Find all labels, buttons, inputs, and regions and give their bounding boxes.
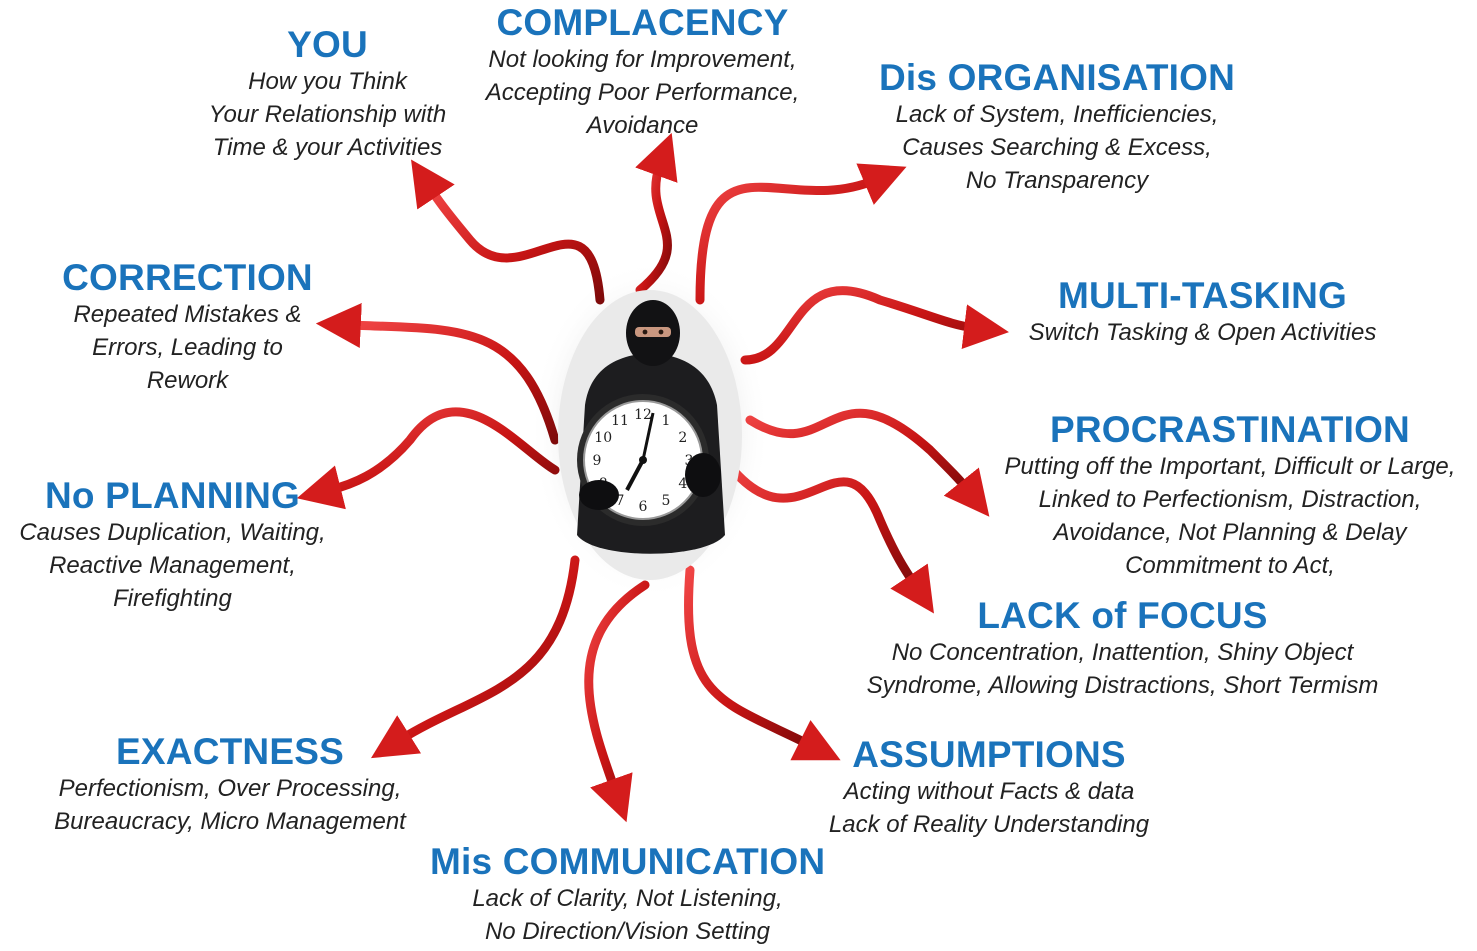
node-procrastination: PROCRASTINATION Putting off the Importan… [985,410,1475,582]
clock-numeral: 11 [611,413,629,429]
clock-numeral: 2 [678,430,687,446]
node-text-line: Time & your Activities [212,134,443,161]
arrow-to-procrastination [745,408,990,517]
node-text-line: Acting without Facts & data [843,778,1135,805]
node-lackoffocus: LACK of FOCUS No Concentration, Inattent… [845,596,1400,702]
node-text-line: Causes Duplication, Waiting, [19,519,326,546]
thief-eye-right [658,329,664,335]
glove-right [685,453,721,497]
node-title: CORRECTION [62,257,313,298]
node-text-line: Accepting Poor Performance, [485,79,800,106]
arrow-to-miscommunication [584,580,650,823]
node-complacency: COMPLACENCY Not looking for Improvement,… [470,3,815,142]
thief-eye-slit [635,327,671,337]
node-title: PROCRASTINATION [1050,409,1410,450]
node-text-line: Syndrome, Allowing Distractions, Short T… [866,672,1379,699]
clock-numeral: 6 [639,499,648,515]
clock-numeral: 4 [678,476,687,492]
arrow-to-exactness [370,555,580,759]
node-text-line: Avoidance [586,112,699,139]
node-text-line: No Concentration, Inattention, Shiny Obj… [891,639,1354,666]
node-text-line: Avoidance, Not Planning & Delay [1053,519,1407,546]
node-text-line: Putting off the Important, Difficult or … [1004,453,1456,480]
node-text-line: Your Relationship with [208,101,447,128]
clock-numeral: 3 [685,453,694,469]
node-text-line: Linked to Perfectionism, Distraction, [1038,486,1422,513]
clock-minute-hand [641,412,655,461]
node-exactness: EXACTNESS Perfectionism, Over Processing… [35,732,425,838]
node-text-line: Lack of Clarity, Not Listening, [472,885,783,912]
node-correction: CORRECTION Repeated Mistakes & Errors, L… [55,258,320,397]
arrow-to-complacency [635,132,678,295]
clock-numeral: 5 [662,493,671,509]
node-text-line: No Transparency [965,167,1149,194]
thief-eye-left [642,329,648,335]
arrow-to-correction [315,303,560,445]
node-miscommunication: Mis COMMUNICATION Lack of Clarity, Not L… [430,842,825,948]
node-text-line: Repeated Mistakes & [73,301,302,328]
clock-numeral: 9 [593,453,602,469]
node-title: LACK of FOCUS [977,595,1268,636]
node-text-line: Reactive Management, [49,552,296,579]
node-title: EXACTNESS [116,731,344,772]
node-text-line: No Direction/Vision Setting [484,918,771,945]
arrow-to-assumptions [684,565,841,761]
node-title: ASSUMPTIONS [852,734,1126,775]
node-text-line: Errors, Leading to [92,334,283,361]
clock-center [639,456,647,464]
node-text-line: How you Think [248,68,407,95]
arrow-to-lackoffocus [720,455,934,614]
clock-numeral: 10 [594,430,612,446]
node-text-line: Firefighting [113,585,232,612]
node-text-line: Rework [146,367,229,394]
node-title: YOU [287,24,368,65]
node-title: Mis COMMUNICATION [430,841,826,882]
arrow-to-noplanning [296,407,560,510]
node-assumptions: ASSUMPTIONS Acting without Facts & data … [815,735,1163,841]
node-multitasking: MULTI-TASKING Switch Tasking & Open Acti… [1010,276,1395,349]
node-title: MULTI-TASKING [1058,275,1347,316]
node-title: No PLANNING [44,475,301,516]
node-text-line: Lack of System, Inefficiencies, [895,101,1219,128]
node-text-line: Lack of Reality Understanding [828,811,1150,838]
node-disorganisation: Dis ORGANISATION Lack of System, Ineffic… [868,58,1246,197]
node-text-line: Commitment to Act, [1125,552,1335,579]
node-text-line: Bureaucracy, Micro Management [54,808,406,835]
node-noplanning: No PLANNING Causes Duplication, Waiting,… [5,476,340,615]
node-text-line: Switch Tasking & Open Activities [1028,319,1377,346]
clock-hour-hand [625,459,645,491]
clock-numeral: 1 [662,413,671,429]
node-title: COMPLACENCY [496,2,789,43]
arrow-to-disorganisation [695,163,907,305]
glove-left [579,480,619,510]
node-you: YOU How you Think Your Relationship with… [195,25,460,164]
clock-numeral: 12 [634,407,652,423]
node-title: Dis ORGANISATION [878,57,1236,98]
node-text-line: Causes Searching & Excess, [902,134,1212,161]
arrow-to-you [411,159,605,305]
arrow-to-multitasking [740,286,1009,365]
clock-numeral: 7 [616,493,625,509]
thief-with-clock-illustration: 121234567891011 [558,290,742,580]
node-text-line: Perfectionism, Over Processing, [58,775,402,802]
node-text-line: Not looking for Improvement, [488,46,797,73]
